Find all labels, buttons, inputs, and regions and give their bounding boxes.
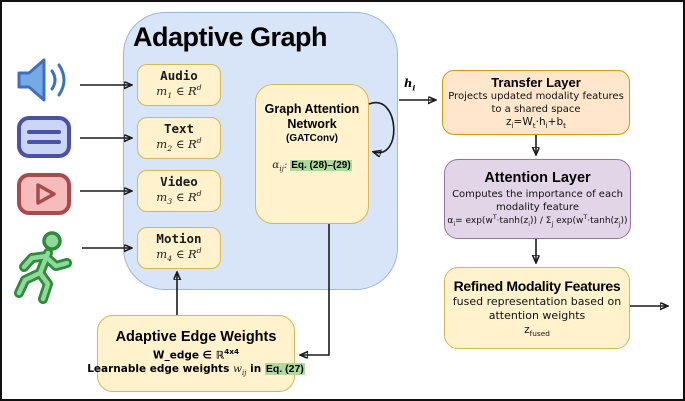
- attention-layer-description: Computes the importance of each modality…: [452, 188, 623, 213]
- attention-layer-node: Attention Layer Computes the importance …: [444, 159, 631, 239]
- refined-features-formula: zfused: [524, 323, 550, 338]
- aew-equation-ref: Eq. (27): [264, 363, 305, 376]
- refined-features-node: Refined Modality Features fused represen…: [444, 267, 630, 349]
- video-node-math: m3 ∈ Rd: [156, 189, 202, 207]
- video-play-icon: [17, 173, 71, 215]
- refined-features-description: fused representation based on attention …: [452, 295, 622, 323]
- transfer-layer-node: Transfer Layer Projects updated modality…: [442, 70, 630, 135]
- text-node-math: m2 ∈ Rd: [156, 136, 202, 154]
- aew-weight-symbol: wij: [232, 363, 247, 378]
- attention-layer-title: Attention Layer: [484, 170, 591, 187]
- motion-node-math: m4 ∈ Rd: [156, 246, 202, 264]
- aew-note-prefix: Learnable edge weights: [87, 363, 230, 376]
- motion-node: Motion m4 ∈ Rd: [137, 227, 221, 269]
- text-lines-icon: [17, 116, 71, 158]
- aew-note-mid: in: [250, 363, 262, 376]
- motion-node-label: Motion: [156, 231, 202, 247]
- speaker-icon: [17, 58, 66, 102]
- audio-node-math: m1 ∈ Rd: [156, 83, 202, 101]
- aew-note: Learnable edge weights wij in Eq. (27): [87, 363, 305, 378]
- transfer-layer-formula: zi=Wt·hi+bt: [505, 116, 567, 131]
- adaptive-edge-weights-node: Adaptive Edge Weights W_edge ∈ ℝ4x4 Lear…: [87, 315, 305, 392]
- aew-title: Adaptive Edge Weights: [115, 329, 277, 346]
- gat-alpha-line: αij: Eq. (28)–(29): [272, 159, 352, 174]
- hidden-feature-label: hi: [404, 76, 416, 93]
- attention-layer-formula: αi= exp(wT·tanh(zi)) / Σj exp(wT·tanh(zj…: [447, 213, 628, 228]
- text-node-label: Text: [163, 121, 195, 137]
- transfer-layer-description: Projects updated modality features to a …: [448, 91, 624, 116]
- text-node: Text m2 ∈ Rd: [137, 117, 221, 159]
- aew-dimension: W_edge ∈ ℝ4x4: [152, 346, 240, 362]
- video-node-label: Video: [160, 174, 198, 190]
- running-person-icon: [14, 231, 72, 304]
- graph-attention-network-node: Graph Attention Network (GATConv) αij: E…: [255, 84, 369, 224]
- gat-equation-ref: Eq. (28)–(29): [290, 160, 352, 171]
- gat-subtitle: (GATConv): [285, 133, 339, 144]
- gat-alpha-symbol: αij:: [272, 159, 288, 174]
- adaptive-graph-title: Adaptive Graph: [132, 22, 328, 52]
- gat-title: Graph Attention Network: [264, 102, 360, 131]
- video-node: Video m3 ∈ Rd: [137, 170, 221, 212]
- audio-node: Audio m1 ∈ Rd: [137, 64, 221, 106]
- audio-node-label: Audio: [160, 68, 198, 84]
- transfer-layer-title: Transfer Layer: [491, 74, 581, 90]
- refined-features-title: Refined Modality Features: [453, 278, 621, 295]
